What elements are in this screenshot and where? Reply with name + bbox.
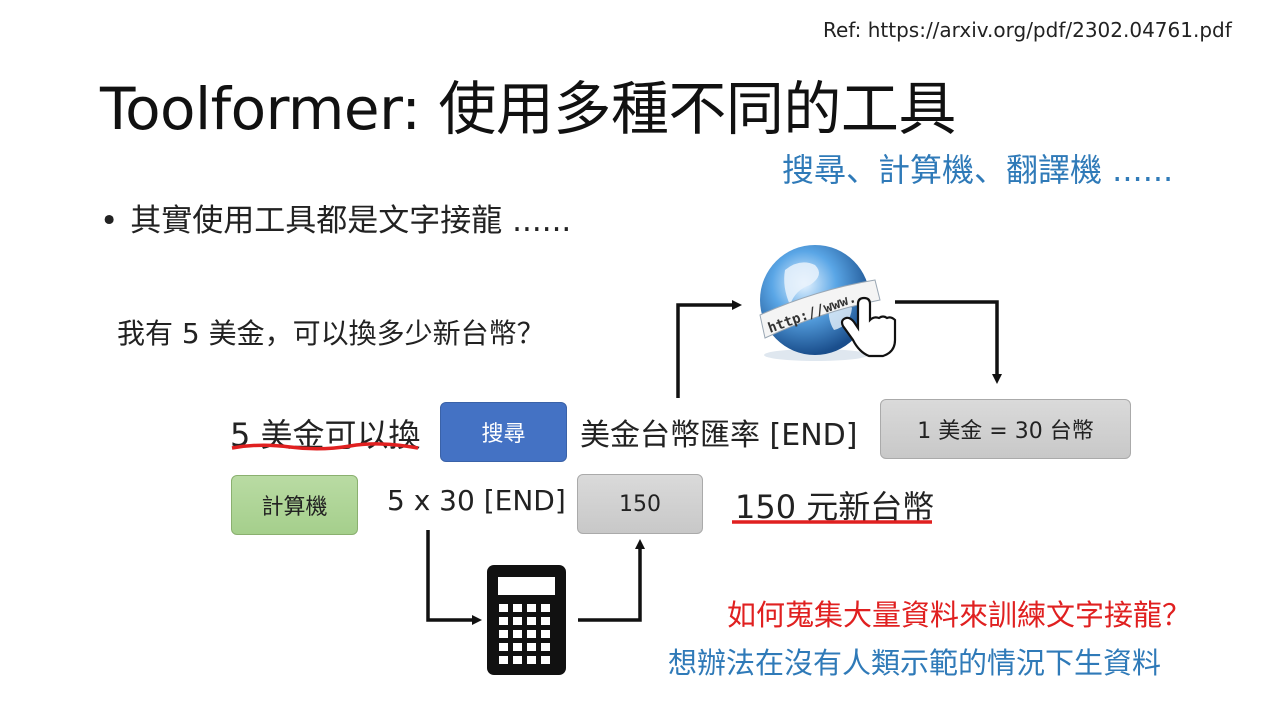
calculator-key [541,643,550,651]
arrow-from-search [895,300,1002,384]
text-fragment-3: 5 x 30 [END] [387,484,566,517]
calculator-key [541,656,550,664]
bullet-dot: • [100,203,119,239]
calculator-key [527,604,536,612]
calculator-icon [487,565,566,675]
calculator-key [527,630,536,638]
calculator-key [499,656,508,664]
slide-title: Toolformer: 使用多種不同的工具 [100,75,956,143]
calculator-key [499,617,508,625]
text-fragment-2: 美金台幣匯率 [END] [580,418,858,453]
calculator-key [527,656,536,664]
globe-icon: http://www. [759,245,881,361]
search-tool-box: 搜尋 [440,402,567,462]
bullet-point: • 其實使用工具都是文字接龍 ...... [100,195,571,240]
calculator-key [513,643,522,651]
arrow-to-search [676,300,742,398]
calculator-key [541,630,550,638]
calculator-key [513,630,522,638]
wavy-underline-1 [231,442,419,451]
tools-subtitle: 搜尋、計算機、翻譯機 ...... [782,151,1174,189]
blue-answer: 想辦法在沒有人類示範的情況下生資料 [668,646,1162,680]
final-answer: 150 元新台幣 [735,488,935,526]
calculator-key [513,617,522,625]
calculator-key [513,656,522,664]
calculator-key [499,630,508,638]
calculator-key [527,643,536,651]
calc-result-box: 150 [577,474,703,534]
red-question: 如何蒐集大量資料來訓練文字接龍？ [727,598,1192,632]
hand-cursor-icon [840,296,897,358]
calculator-tool-box: 計算機 [231,475,358,535]
calculator-key [541,604,550,612]
arrow-to-calculator [426,530,482,625]
calculator-key [499,643,508,651]
calculator-key [541,617,550,625]
reference-link: Ref: https://arxiv.org/pdf/2302.04761.pd… [823,18,1232,42]
arrow-from-calculator [578,539,645,622]
bullet-text: 其實使用工具都是文字接龍 ...... [130,203,572,239]
calculator-key [499,604,508,612]
example-question: 我有 5 美金，可以換多少新台幣？ [117,317,545,350]
search-result-box: 1 美金 = 30 台幣 [880,399,1131,459]
calculator-keypad [499,604,550,664]
calculator-key [527,617,536,625]
calculator-key [513,604,522,612]
